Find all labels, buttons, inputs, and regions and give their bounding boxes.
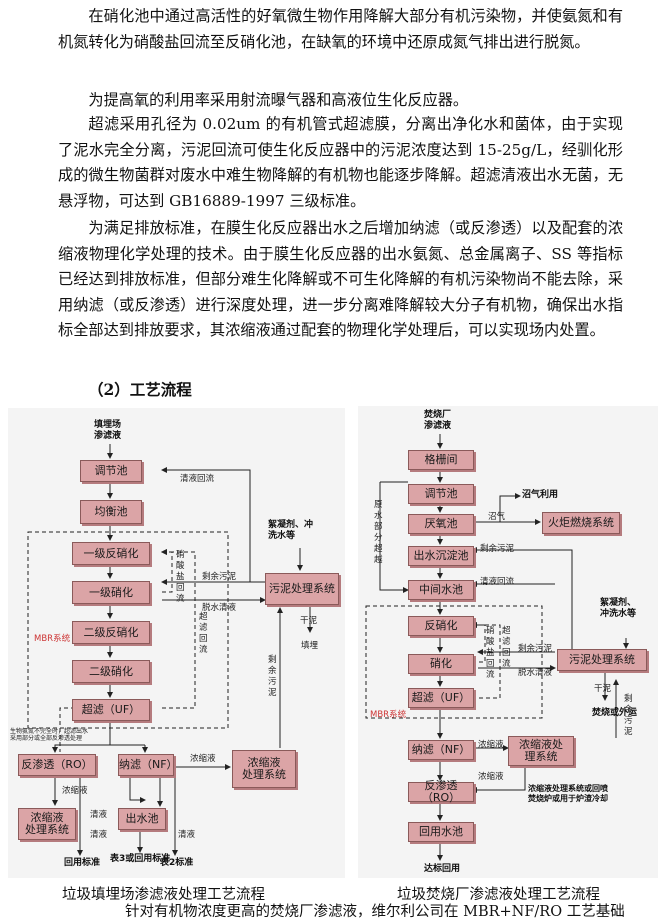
left-box-nanofiltration: 纳滤（NF） <box>118 754 178 776</box>
right-box-nitrification: 硝化 <box>408 654 474 674</box>
right-source-label: 焚烧厂 渗滤液 <box>424 410 452 431</box>
right-box-denitrification: 反硝化 <box>408 616 474 636</box>
right-box-ultrafiltration: 超滤（UF） <box>408 688 474 708</box>
right-label-reuse-standard: 达标回用 <box>424 864 461 874</box>
right-label-uf-return: 超滤回流 <box>502 626 511 669</box>
right-box-intermediate-tank: 中间水池 <box>408 580 474 600</box>
left-label-excess-sludge: 剩余污泥 <box>202 572 237 582</box>
left-box-denitrification-2: 二级反硝化 <box>72 621 150 644</box>
left-label-clear-1: 清液 <box>90 810 108 820</box>
right-label-concentrate-outlet: 浓缩液处理系统或回喷 焚烧炉或用于炉渣冷却 <box>528 784 608 803</box>
right-label-biogas: 沼气 <box>488 512 506 522</box>
caption-left: 垃圾填埋场渗滤液处理工艺流程 <box>62 887 265 903</box>
right-box-adjustment-tank: 调节池 <box>408 484 474 504</box>
left-label-uf-return: 超滤回流 <box>199 612 208 655</box>
left-box-denitrification-1: 一级反硝化 <box>72 542 150 565</box>
right-label-excess-sludge-2: 剩余污泥 <box>518 644 553 654</box>
right-label-nitrate-return: 硝酸盐回流 <box>486 626 495 680</box>
left-box-concentrate-ro: 浓缩液 处理系统 <box>18 808 76 840</box>
right-label-biogas-use: 沼气利用 <box>522 490 559 500</box>
left-box-ultrafiltration: 超滤（UF） <box>72 699 150 721</box>
left-label-concentrate: 浓缩液 <box>190 754 216 764</box>
left-label-table2-standard: 表2标准 <box>160 858 194 868</box>
right-box-settling-tank: 出水沉淀池 <box>408 546 474 566</box>
paragraph-3: 超滤采用孔径为 0.02um 的有机管式超滤膜，分离出净化水和菌体，由于实现了泥… <box>58 115 623 210</box>
right-label-clear-return: 清液回流 <box>480 577 515 587</box>
left-label-landfill: 填埋 <box>301 641 319 651</box>
right-label-excess-sludge: 剩余污泥 <box>480 544 515 554</box>
right-label-chemicals: 絮凝剂、 冲洗水等 <box>600 598 637 619</box>
left-box-outlet-tank: 出水池 <box>118 808 166 830</box>
paragraph-2: 为提高氧的利用率采用射流曝气器和高液位生化反应器。 <box>88 91 469 109</box>
right-box-concentrate-system: 浓缩液处 理系统 <box>508 736 574 766</box>
right-label-mbr-system: MBR系统 <box>370 710 407 720</box>
left-label-nitrate-return: 硝酸盐回流 <box>176 550 185 604</box>
left-box-equalization-tank: 均衡池 <box>80 500 142 524</box>
left-panel-bg <box>8 408 345 878</box>
left-label-chemicals: 絮凝剂、冲 洗水等 <box>268 520 314 541</box>
right-box-anaerobic-tank: 厌氧池 <box>408 514 474 534</box>
left-label-ro-note: 生物氨氮不完全时，超滤出水 采用部分或全部反渗透处理 <box>10 728 89 742</box>
left-label-dewater-clear: 脱水清液 <box>202 603 237 613</box>
left-label-table3-standard: 表3或回用标准 <box>110 854 171 864</box>
left-label-mbr-system: MBR系统 <box>34 634 71 644</box>
left-label-concentrate-2: 浓缩液 <box>62 786 88 796</box>
right-label-concentrate-2: 浓缩液 <box>478 772 504 782</box>
left-box-sludge-system: 污泥处理系统 <box>265 573 339 605</box>
right-box-flare-system: 火炬燃烧系统 <box>542 512 620 534</box>
caption-right: 垃圾焚烧厂渗滤液处理工艺流程 <box>397 887 600 903</box>
left-source-label: 填埋场 渗滤液 <box>94 420 122 441</box>
right-label-dry-sludge: 干泥 <box>594 684 612 694</box>
left-box-nitrification-2: 二级硝化 <box>72 660 150 683</box>
footer-text: 针对有机物浓度更高的焚烧厂渗滤液，维尔利公司在 MBR+NF/RO 工艺基础 <box>125 904 625 920</box>
left-label-clear-3: 清液 <box>178 830 196 840</box>
right-label-dewater-clear: 脱水清液 <box>518 668 553 678</box>
section-heading: （2）工艺流程 <box>88 380 192 399</box>
paragraph-4: 为满足排放标准，在膜生化反应器出水之后增加纳滤（或反渗透）以及配套的浓缩液物理化… <box>58 219 623 339</box>
right-label-concentrate-1: 浓缩液 <box>478 740 504 750</box>
left-label-dry-sludge: 干泥 <box>300 616 318 626</box>
right-label-excess-sludge-3: 剩余污泥 <box>624 694 633 737</box>
right-label-incinerate-or-transport: 焚烧或外运 <box>592 708 638 718</box>
right-label-raw-bypass: 原水部分超越 <box>374 500 383 565</box>
paragraph-1: 在硝化池中通过高活性的好氧微生物作用降解大部分有机污染物，并使氨氮和有机氮转化为… <box>58 7 623 51</box>
left-box-reverse-osmosis: 反渗透（RO） <box>18 754 96 776</box>
left-label-reuse-standard: 回用标准 <box>64 858 101 868</box>
left-label-clear-return: 清液回流 <box>180 474 215 484</box>
left-box-nitrification-1: 一级硝化 <box>72 581 150 604</box>
left-box-concentrate-system: 浓缩液 处理系统 <box>232 750 296 788</box>
left-box-adjustment-tank: 调节池 <box>80 460 142 482</box>
right-box-nanofiltration: 纳滤（NF） <box>408 740 474 760</box>
right-box-reverse-osmosis: 反渗透（RO） <box>408 780 474 804</box>
right-box-reuse-tank: 回用水池 <box>408 822 474 842</box>
right-box-sludge-system: 污泥处理系统 <box>557 649 647 671</box>
left-label-clear-2: 清液 <box>90 830 108 840</box>
left-label-excess-sludge-2: 剩余污泥 <box>268 655 277 698</box>
right-box-screen-room: 格栅间 <box>408 450 474 470</box>
